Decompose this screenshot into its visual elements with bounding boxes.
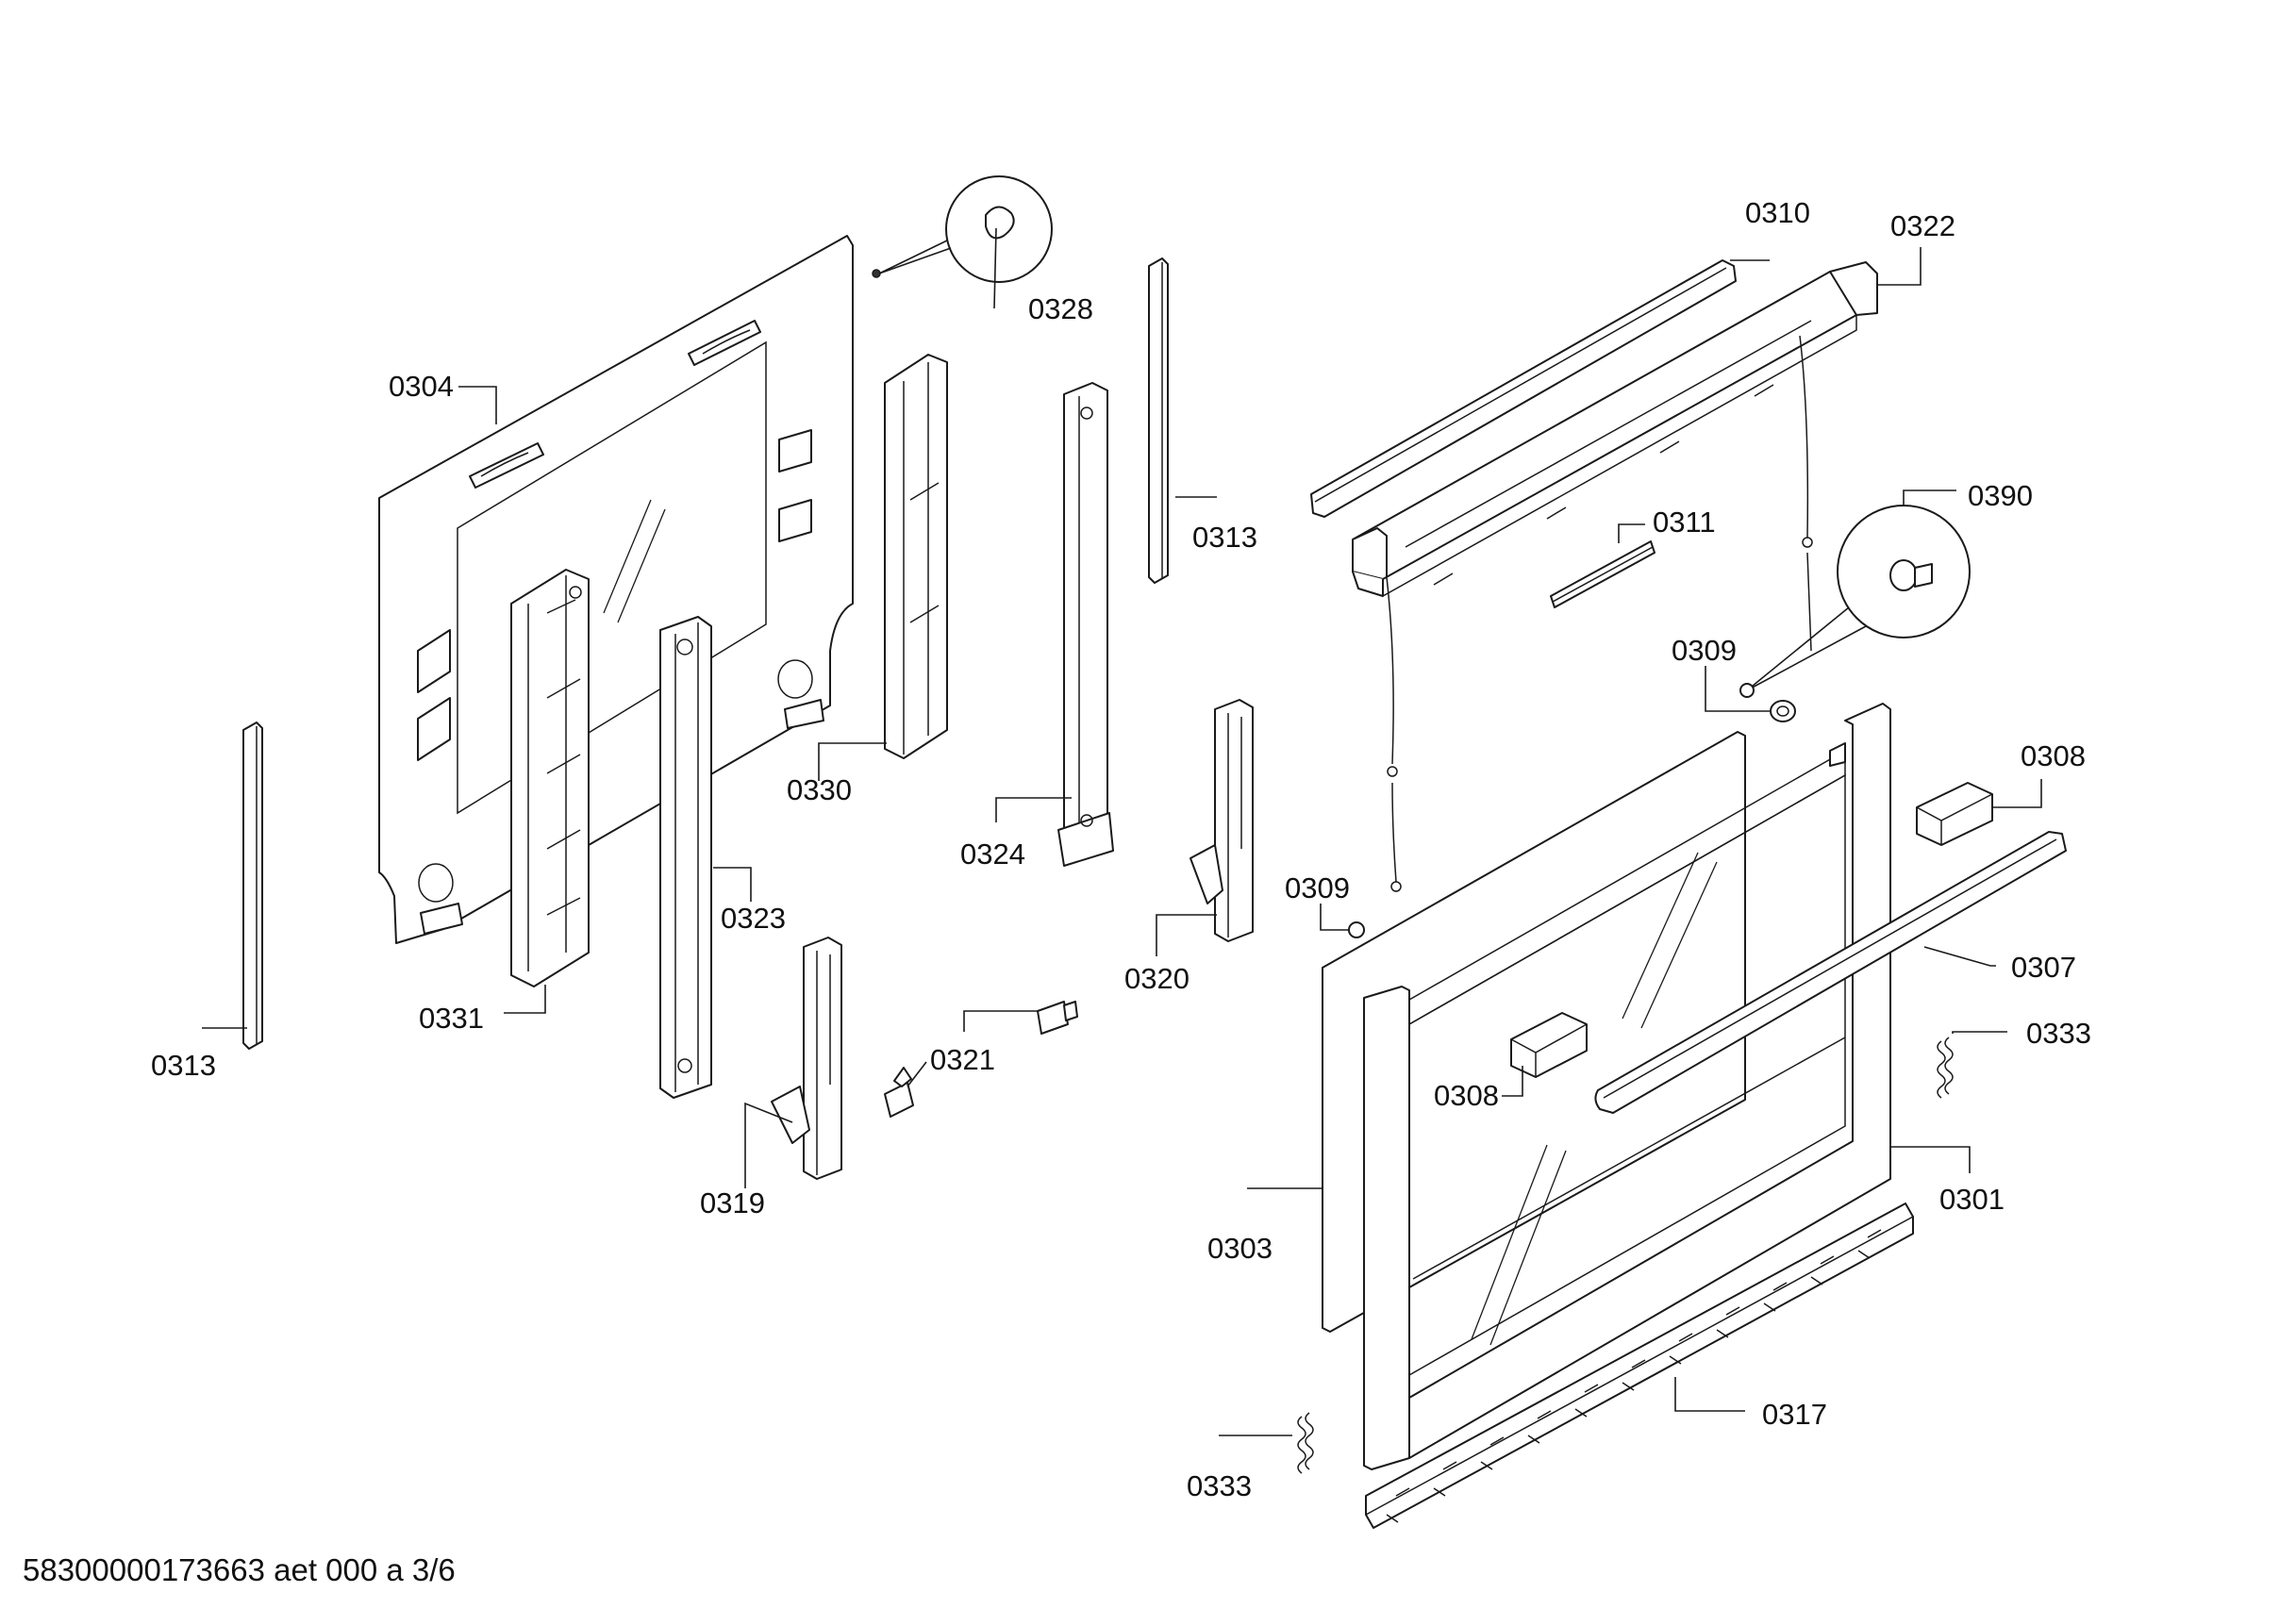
document-reference: 58300000173663 aet 000 a 3/6 — [23, 1552, 456, 1587]
label-0324[interactable]: 0324 — [960, 838, 1025, 871]
label-0313-left[interactable]: 0313 — [151, 1049, 216, 1082]
part-0308-blocks[interactable] — [1510, 782, 1993, 1078]
label-0310[interactable]: 0310 — [1745, 196, 1810, 229]
label-0322[interactable]: 0322 — [1890, 209, 1955, 242]
label-0317[interactable]: 0317 — [1762, 1398, 1827, 1431]
label-0321[interactable]: 0321 — [930, 1043, 995, 1076]
part-0390-bolt[interactable] — [1746, 505, 1971, 691]
label-0307[interactable]: 0307 — [2011, 951, 2076, 984]
label-0319[interactable]: 0319 — [700, 1186, 765, 1219]
label-0323[interactable]: 0323 — [721, 902, 786, 935]
part-0323-channel[interactable] — [659, 616, 712, 1099]
label-0331[interactable]: 0331 — [419, 1002, 484, 1035]
label-0304[interactable]: 0304 — [389, 370, 454, 403]
label-0390[interactable]: 0390 — [1968, 479, 2033, 512]
part-0307-handle[interactable] — [1594, 831, 2067, 1114]
part-0333-springs[interactable] — [1297, 1037, 1954, 1474]
label-0320[interactable]: 0320 — [1124, 962, 1190, 995]
label-0303[interactable]: 0303 — [1207, 1232, 1273, 1265]
label-0308-upper[interactable]: 0308 — [2021, 739, 2086, 772]
part-0301-outer-frame[interactable] — [1363, 703, 1891, 1470]
label-0328[interactable]: 0328 — [1028, 292, 1093, 325]
label-0309-upper[interactable]: 0309 — [1672, 634, 1737, 667]
part-0317-bottom-vent[interactable] — [1365, 1203, 1914, 1529]
leader-lines — [202, 227, 2042, 1436]
part-0331-bracket[interactable] — [510, 569, 590, 987]
part-0321-screws[interactable] — [884, 1001, 1078, 1118]
part-0313-trim-left[interactable] — [242, 722, 263, 1050]
part-0313-trim-right[interactable] — [1148, 257, 1169, 584]
part-labels: 0304 0328 0330 0324 0313 0313 0331 0323 … — [151, 196, 2091, 1502]
part-0324-hinge-bracket[interactable] — [1057, 382, 1114, 867]
label-0313-mid[interactable]: 0313 — [1192, 521, 1257, 554]
part-0320-hinge[interactable] — [1190, 699, 1254, 942]
part-0310-top-trim[interactable] — [1310, 259, 1737, 518]
part-0304-inner-panel[interactable] — [378, 235, 854, 944]
label-0333-lower[interactable]: 0333 — [1187, 1469, 1252, 1502]
label-0333-upper[interactable]: 0333 — [2026, 1017, 2091, 1050]
label-0308-lower[interactable]: 0308 — [1434, 1079, 1499, 1112]
part-0328-clip[interactable] — [872, 175, 1053, 283]
label-0311[interactable]: 0311 — [1653, 506, 1716, 539]
label-0330[interactable]: 0330 — [787, 773, 852, 806]
part-0319-hinge[interactable] — [771, 937, 842, 1180]
label-0309-lower[interactable]: 0309 — [1285, 871, 1350, 904]
part-0311-strip[interactable] — [1550, 540, 1655, 608]
part-0322-top-profile[interactable] — [1352, 261, 1878, 892]
part-0330-duct[interactable] — [884, 354, 948, 759]
label-0301[interactable]: 0301 — [1939, 1183, 2005, 1216]
